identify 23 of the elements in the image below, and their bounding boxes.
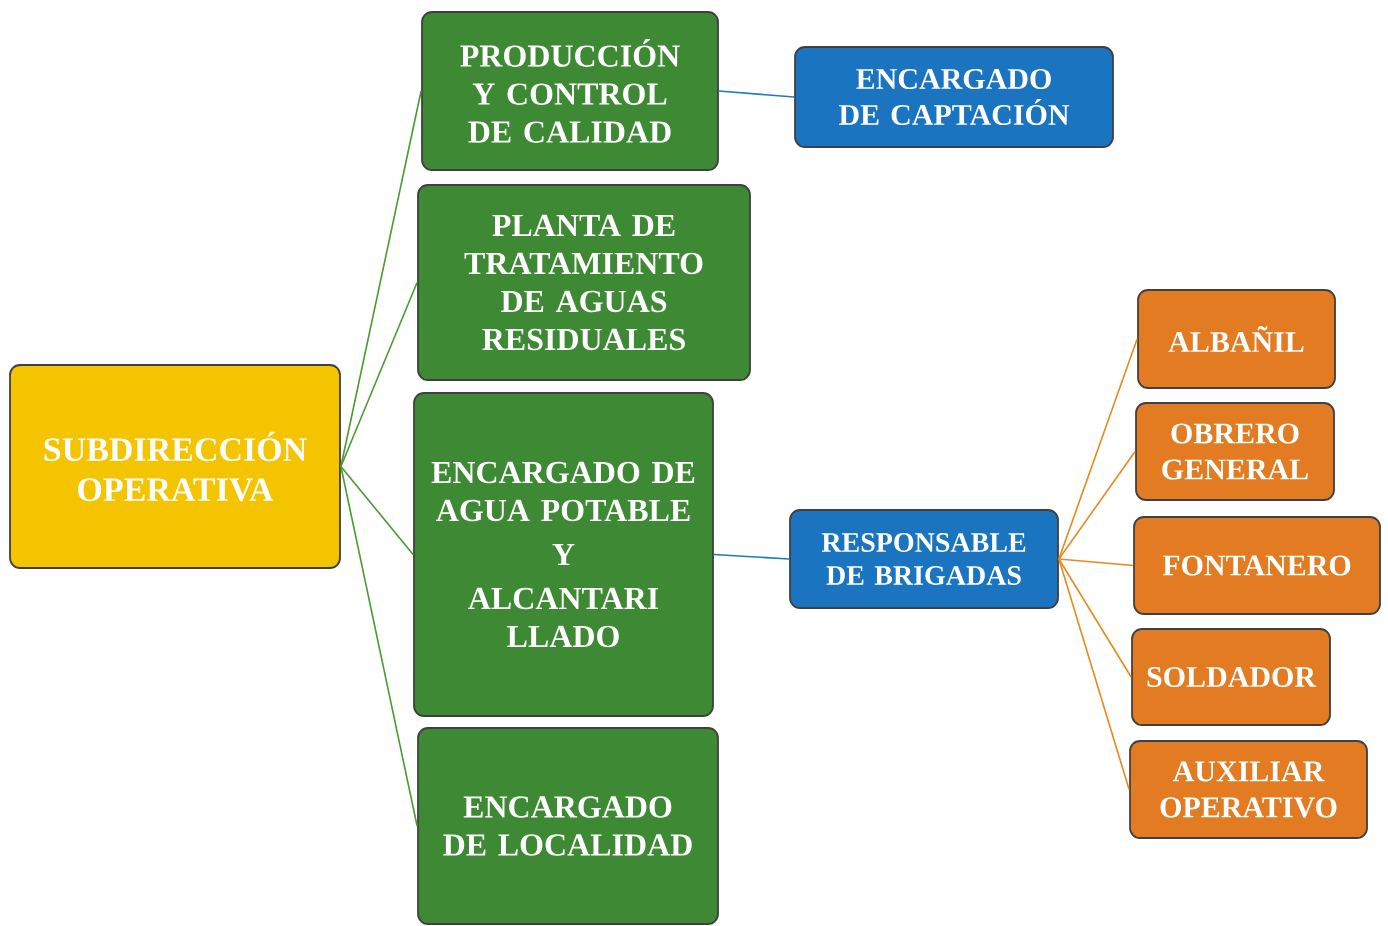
position-box: FONTANERO bbox=[1133, 516, 1381, 615]
position-box: OBRERO GENERAL bbox=[1135, 402, 1335, 501]
connector-line bbox=[718, 90, 795, 98]
connector-line bbox=[713, 553, 790, 560]
connector-line bbox=[340, 465, 418, 827]
position-box: PRODUCCIÓN Y CONTROL DE CALIDAD bbox=[421, 11, 719, 171]
connector-line bbox=[1058, 450, 1136, 560]
connector-line bbox=[1058, 558, 1134, 567]
position-box: ENCARGADO DE LOCALIDAD bbox=[417, 727, 719, 925]
connector-line bbox=[1058, 558, 1130, 791]
position-box: ENCARGADO DE AGUA POTABLE Y ALCANTARI LLADO bbox=[413, 392, 714, 717]
position-box: RESPONSABLE DE BRIGADAS bbox=[789, 509, 1059, 609]
position-box: ENCARGADO DE CAPTACIÓN bbox=[794, 46, 1114, 148]
connector-line bbox=[1058, 338, 1138, 560]
position-box: PLANTA DE TRATAMIENTO DE AGUAS RESIDUALES bbox=[417, 184, 751, 381]
connector-line bbox=[340, 465, 414, 556]
connector-line bbox=[340, 90, 422, 468]
connector-line bbox=[340, 281, 418, 468]
position-box: SOLDADOR bbox=[1131, 628, 1331, 726]
connector-line bbox=[1058, 558, 1132, 678]
position-box: ALBAÑIL bbox=[1137, 289, 1336, 389]
position-box: SUBDIRECCIÓN OPERATIVA bbox=[9, 364, 341, 569]
position-box: AUXILIAR OPERATIVO bbox=[1129, 740, 1368, 839]
